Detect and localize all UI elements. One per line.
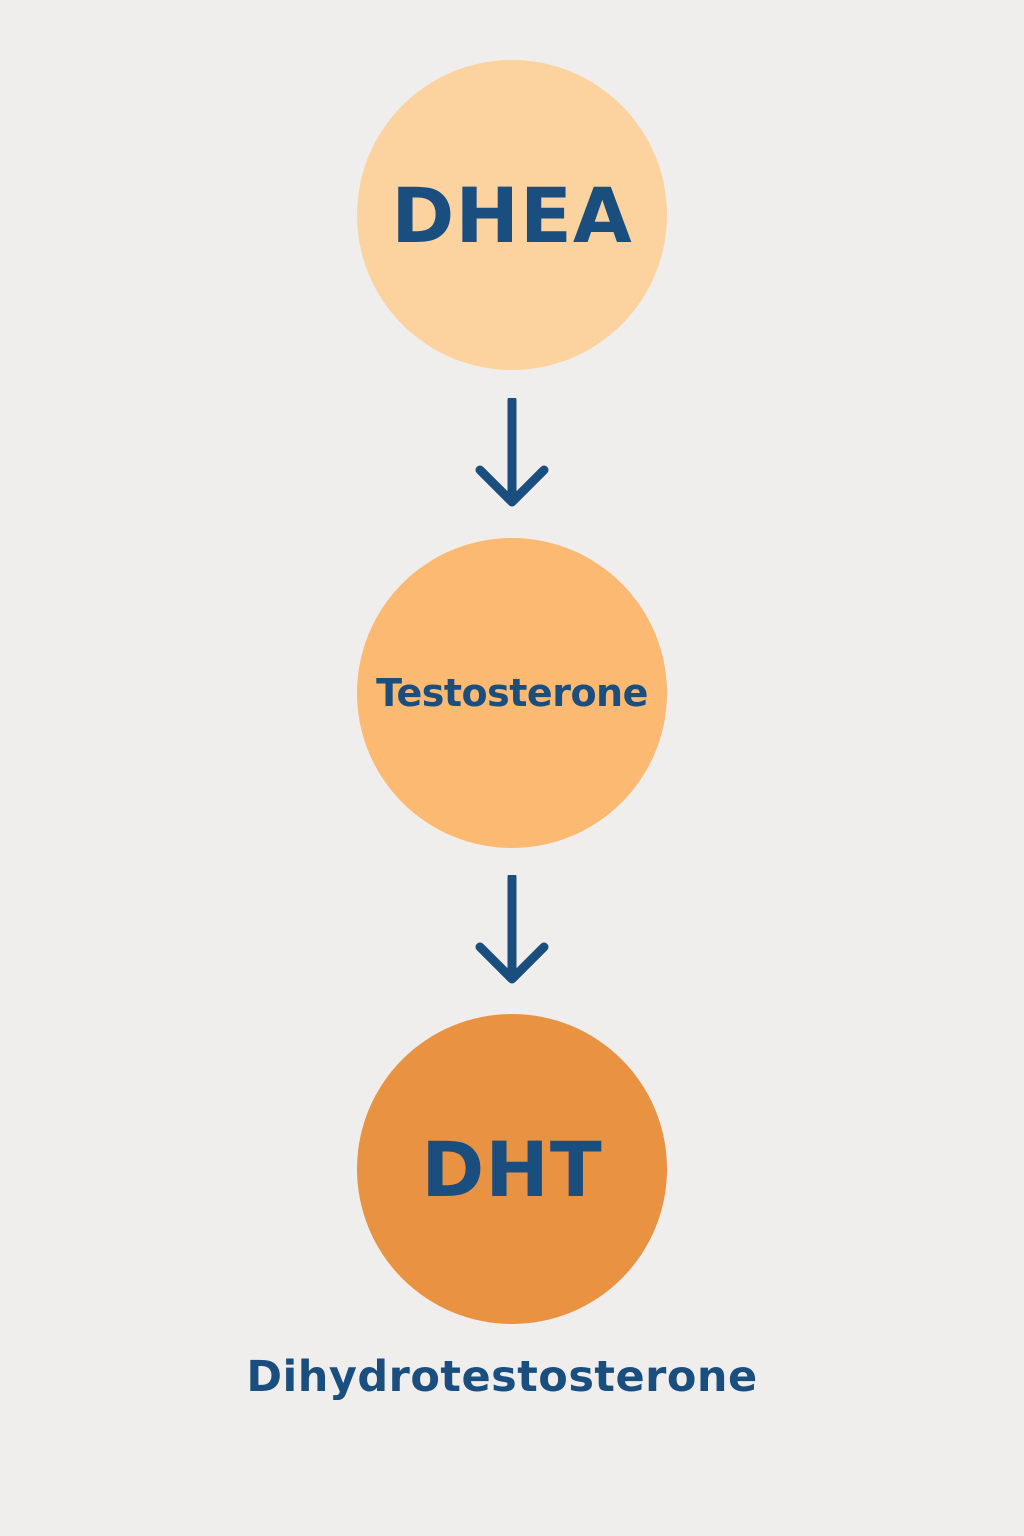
dht-full-name-caption: Dihydrotestosterone bbox=[246, 1352, 758, 1402]
arrow-down-icon bbox=[475, 398, 549, 507]
node-testosterone: Testosterone bbox=[357, 538, 667, 848]
node-dhea: DHEA bbox=[357, 60, 667, 370]
arrow-down-icon bbox=[475, 875, 549, 984]
node-dht: DHT bbox=[357, 1014, 667, 1324]
